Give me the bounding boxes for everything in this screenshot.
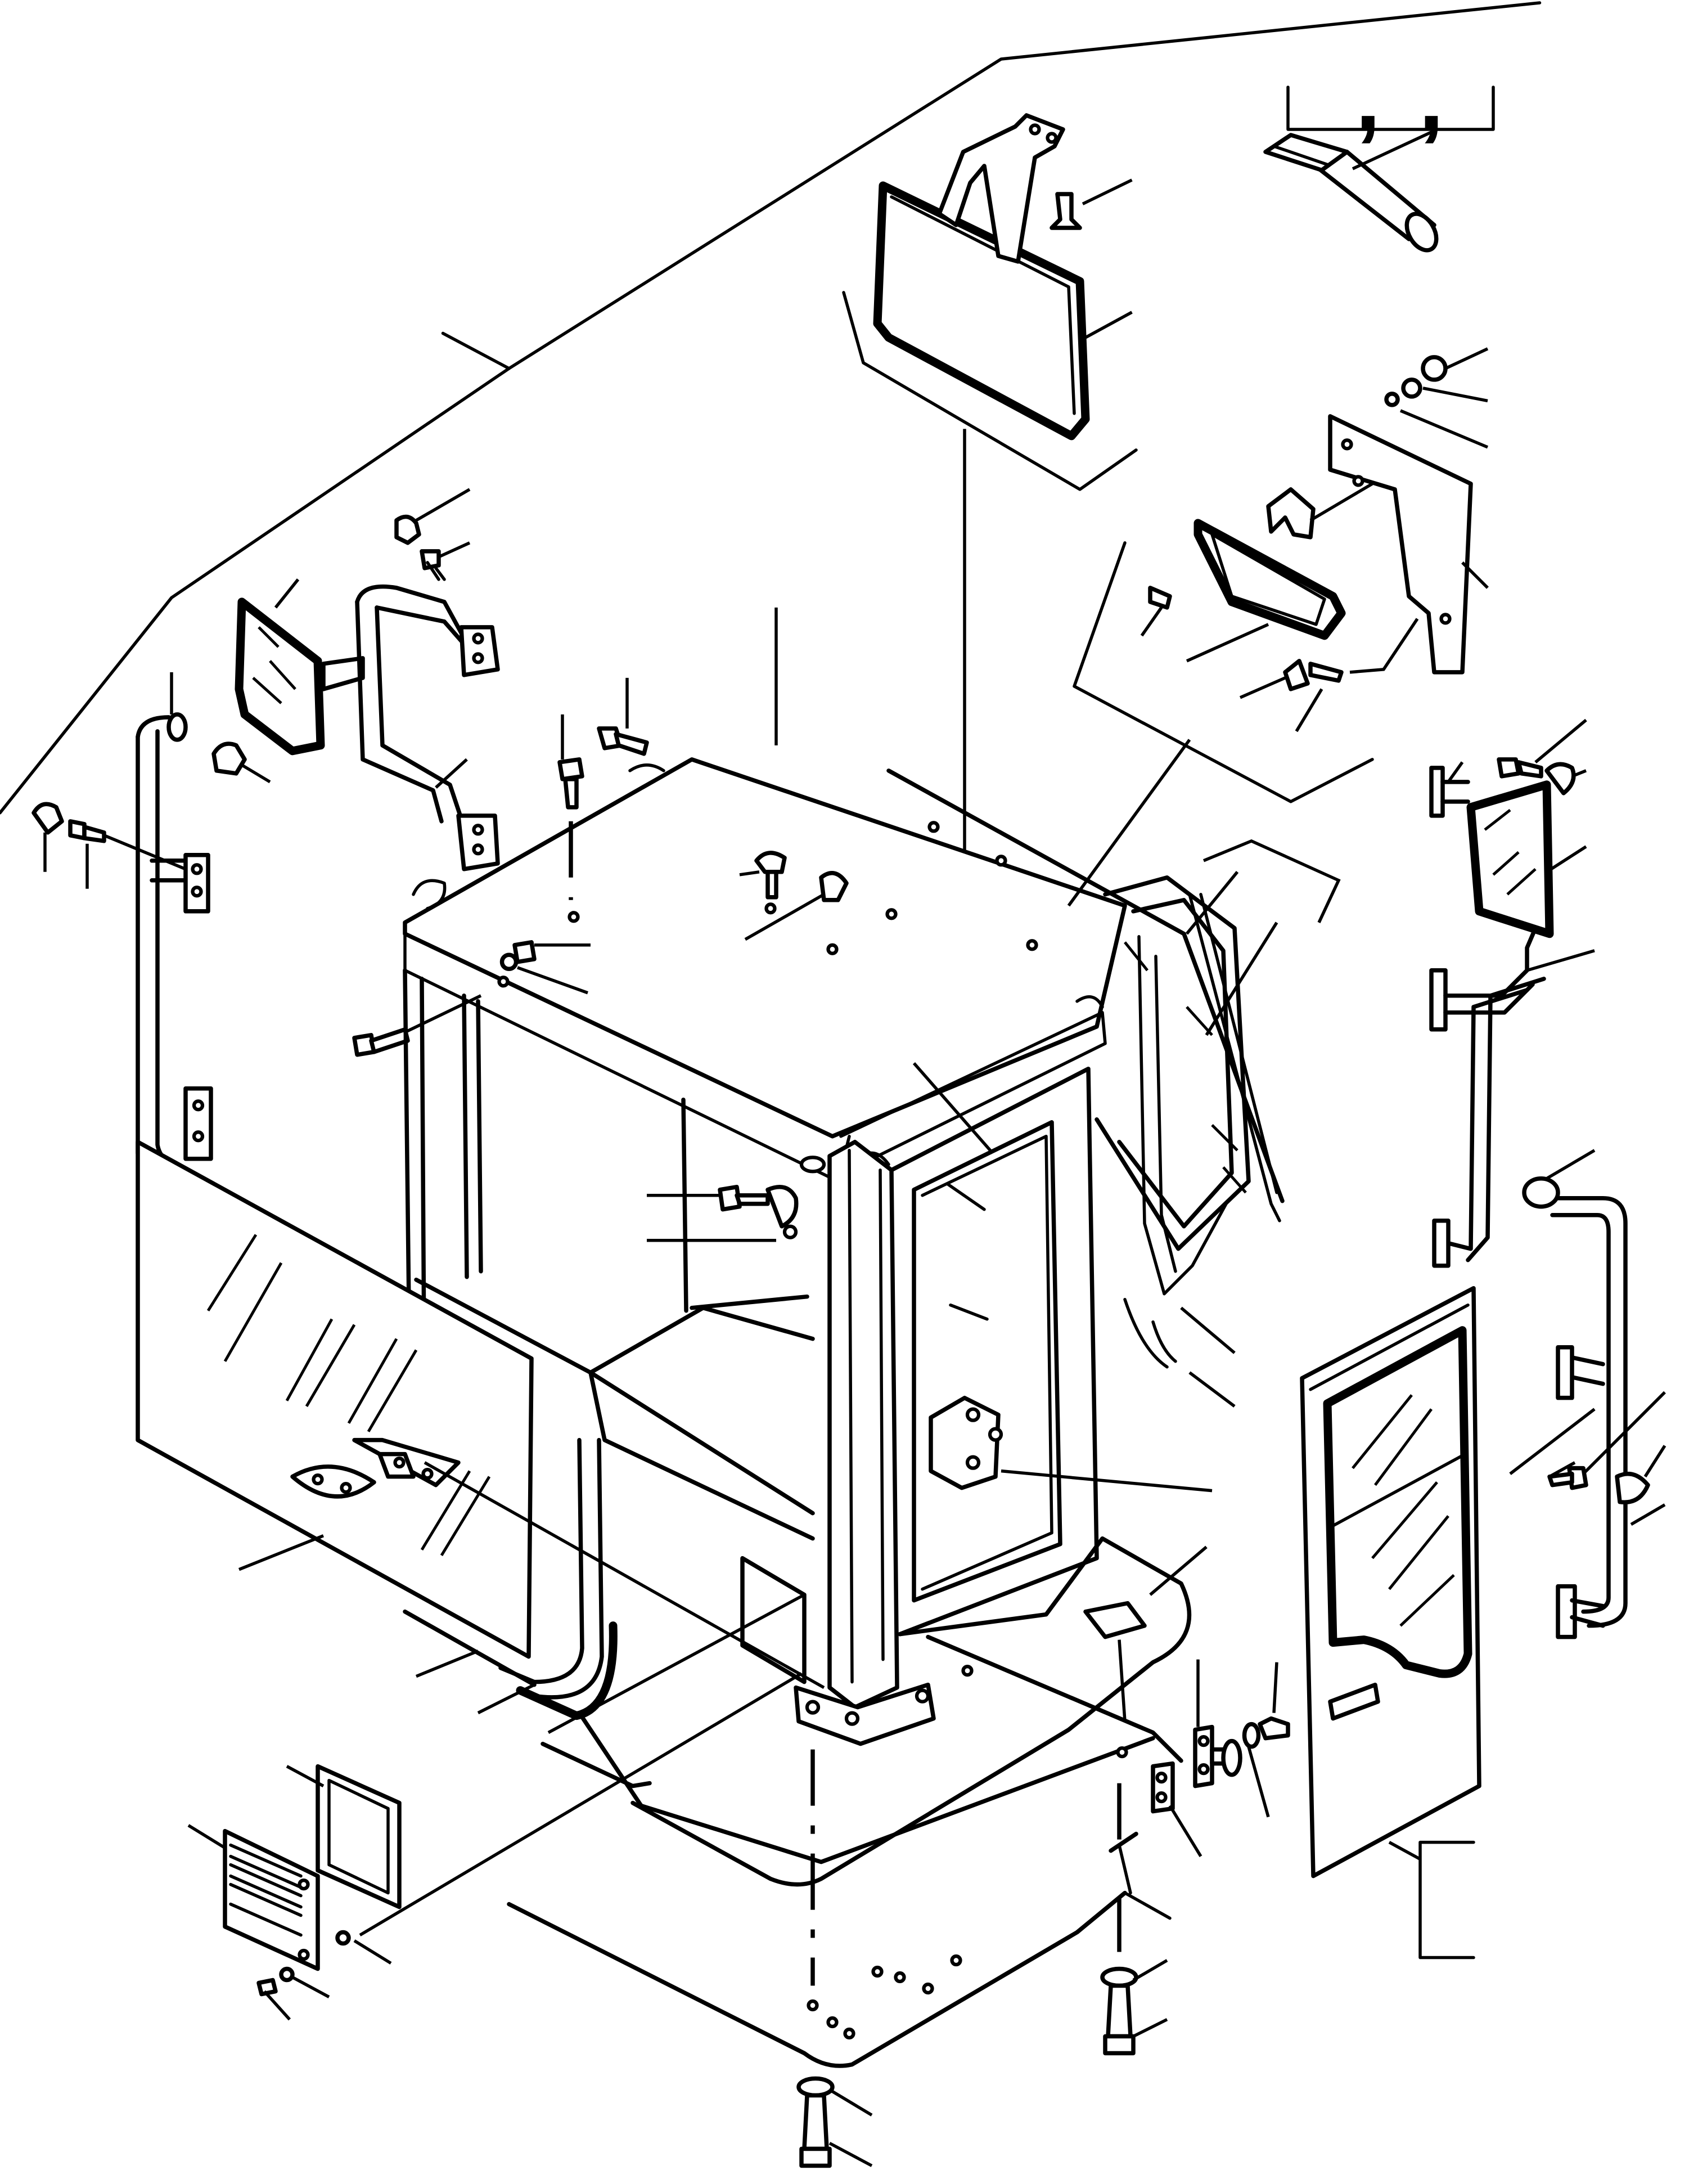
right-upper-mirror [1073,347,1489,803]
left-mirror-and-arm [235,578,500,871]
assembly-boundary-lines [0,1,1542,815]
vent-grille [187,1764,402,2021]
left-handle-fasteners [31,742,271,889]
callout-box: , , [1286,48,1495,149]
base-mount-bolts [796,1959,1168,2168]
cab-door [1300,1286,1481,1960]
sealant-tube [1263,129,1439,253]
left-grab-handle [136,672,213,1184]
upper-left-fasteners [394,488,649,810]
door-hinge [1151,1659,1290,1858]
cab-frame [352,607,1341,1746]
right-mirror-and-handle [1429,718,1667,1639]
cab-floor [507,1536,1208,2068]
windshield-glass [136,1139,534,1659]
sun-visor [842,113,1138,491]
vent-leaders [359,1461,825,1936]
callout-separator-1: , [1355,48,1380,149]
